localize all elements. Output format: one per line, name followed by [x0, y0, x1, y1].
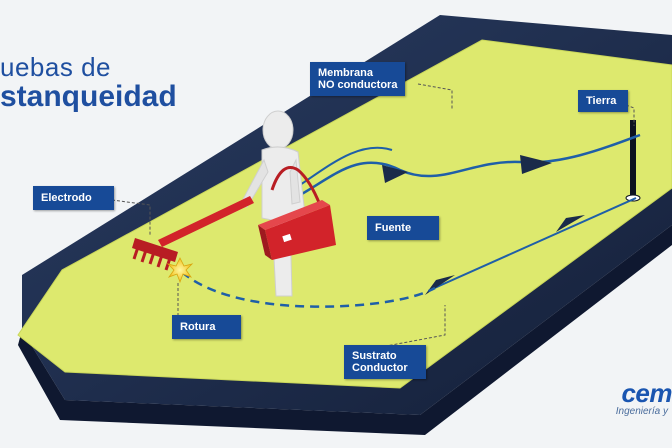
brand-tagline: Ingeniería y: [615, 406, 668, 417]
label-ground: Tierra: [578, 90, 629, 112]
substrate-return-path: [429, 197, 637, 291]
spark-icon: [166, 257, 194, 284]
non-conductive-membrane: [17, 39, 672, 389]
source-to-ground-wire: [299, 133, 641, 197]
power-source-box-icon: [258, 166, 336, 260]
label-substrate-line2: Conductor: [352, 362, 408, 374]
source-to-ground-wire-upper: [299, 146, 393, 186]
label-membrane-line2: NO conductora: [318, 79, 398, 91]
label-break: Rotura: [172, 315, 242, 339]
arrow-icon: [382, 165, 408, 183]
arrow-icon: [556, 215, 585, 232]
brand-logo: cem: [621, 378, 672, 408]
arrow-icon: [520, 155, 552, 174]
label-membrane: Membrana NO conductora: [310, 62, 406, 96]
label-substrate: Sustrato Conductor: [344, 345, 426, 379]
electrode-leader: [111, 199, 151, 235]
ground-rod-icon: [625, 120, 641, 202]
membrane-leader: [417, 83, 453, 110]
label-substrate-line1: Sustrato: [352, 350, 397, 362]
label-membrane-line1: Membrana: [318, 67, 374, 79]
ground-leader: [625, 104, 635, 126]
rake-electrode-icon: [132, 196, 254, 271]
page-title-line2: stanqueidad: [0, 80, 177, 113]
label-electrode: Electrodo: [33, 186, 114, 210]
page-title-line1: uebas de: [0, 52, 111, 82]
label-source: Fuente: [367, 216, 440, 240]
substrate-edge: [18, 225, 672, 435]
